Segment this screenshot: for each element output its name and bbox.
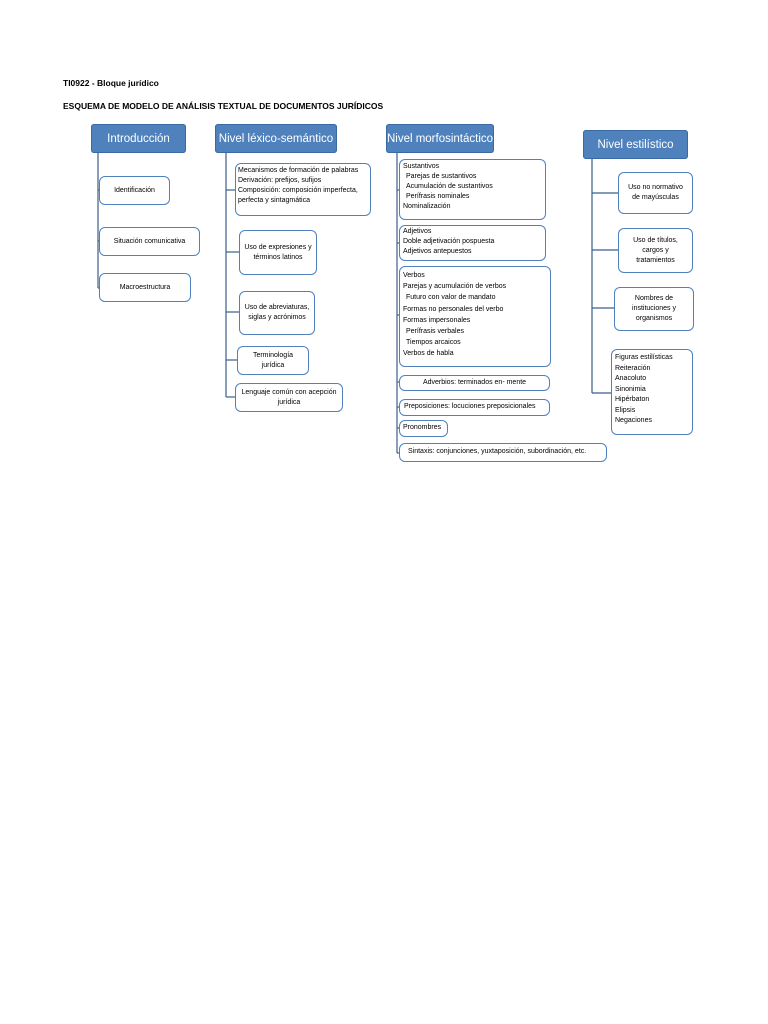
text-line: tratamientos xyxy=(636,256,675,264)
box-titulos-cargos: Uso de títulos, cargos y tratamientos xyxy=(618,228,693,273)
box-mayusculas: Uso no normativo de mayúsculas xyxy=(618,172,693,214)
box-sintaxis: Sintaxis: conjunciones, yuxtaposición, s… xyxy=(399,443,607,462)
text-line: Futuro con valor de mandato xyxy=(406,294,496,302)
text-line: Tiempos arcaicos xyxy=(406,339,461,347)
text-line: perfecta y sintagmática xyxy=(238,197,310,204)
box-situacion-comunicativa: Situación comunicativa xyxy=(99,227,200,256)
text-line: siglas y acrónimos xyxy=(248,314,306,321)
text-line: Hipérbaton xyxy=(615,396,650,403)
text-line: Perífrasis nominales xyxy=(406,193,470,200)
box-lenguaje-comun: Lenguaje común con acepción jurídica xyxy=(235,383,343,412)
text-line: Nominalización xyxy=(403,203,451,210)
box-verbos: Verbos Parejas y acumulación de verbos F… xyxy=(399,266,551,367)
text-line: Adjetivos antepuestos xyxy=(403,248,472,255)
header-nivel-estilistico: Nivel estilístico xyxy=(583,130,688,159)
text-line: Uso de títulos, xyxy=(633,236,678,244)
text-line: Parejas y acumulación de verbos xyxy=(403,283,507,291)
box-expresiones-latinas: Uso de expresiones y términos latinos xyxy=(239,230,317,275)
text-line: Sustantivos xyxy=(403,163,440,170)
text-line: Mecanismos de formación de palabras xyxy=(238,167,359,174)
text-line: Figuras estilísticas xyxy=(615,354,673,361)
text-line: Verbos xyxy=(403,272,425,279)
text-line: términos latinos xyxy=(253,253,303,261)
text-line: Anacoluto xyxy=(615,375,647,382)
text-line: jurídica xyxy=(261,361,285,369)
header-introduccion: Introducción xyxy=(91,124,186,153)
text-line: Formas no personales del verbo xyxy=(403,305,504,313)
text-line: Negaciones xyxy=(615,417,652,424)
text-line: de mayúsculas xyxy=(632,194,679,201)
text-line: Derivación: prefijos, sufijos xyxy=(238,177,322,184)
text-line: Nombres de xyxy=(634,295,674,302)
text-line: cargos y xyxy=(642,246,669,254)
text-line: Uso de abreviaturas, xyxy=(244,304,310,311)
text-line: Reiteración xyxy=(615,364,651,372)
text-line: Uso de expresiones y xyxy=(244,243,312,251)
box-pronombres: Pronombres xyxy=(399,420,448,437)
header-nivel-morfosintactico: Nivel morfosintáctico xyxy=(386,124,494,153)
text-line: organismos xyxy=(635,315,673,322)
document-title: TI0922 - Bloque jurídico xyxy=(63,78,159,88)
text-line: Adjetivos xyxy=(403,228,432,235)
text-line: Parejas de sustantivos xyxy=(406,173,477,180)
text-line: Formas impersonales xyxy=(403,316,471,324)
text-line: Terminología xyxy=(252,351,294,359)
text-line: Verbos de habla xyxy=(403,350,454,358)
text-line: Composición: composición imperfecta, xyxy=(238,187,358,194)
document-subtitle: ESQUEMA DE MODELO DE ANÁLISIS TEXTUAL DE… xyxy=(63,101,384,111)
box-mecanismos-formacion: Mecanismos de formación de palabras Deri… xyxy=(235,163,371,216)
box-sustantivos: Sustantivos Parejas de sustantivos Acumu… xyxy=(399,159,546,220)
text-line: Sinonimia xyxy=(615,385,646,393)
text-line: Perífrasis verbales xyxy=(406,328,464,336)
text-line: Elipsis xyxy=(615,406,636,414)
text-line: Uso no normativo xyxy=(628,184,683,191)
box-nombres-instituciones: Nombres de instituciones y organismos xyxy=(614,287,694,331)
box-figuras-estilisticas: Figuras estilísticas Reiteración Anacolu… xyxy=(611,349,693,435)
box-identificacion: Identificación xyxy=(99,176,170,205)
box-terminologia-juridica: Terminología jurídica xyxy=(237,346,309,375)
box-adverbios: Adverbios: terminados en- mente xyxy=(399,375,550,391)
text-line: jurídica xyxy=(277,398,301,406)
box-macroestructura: Macroestructura xyxy=(99,273,191,302)
text-line: Acumulación de sustantivos xyxy=(406,183,493,190)
text-line: Lenguaje común con acepción xyxy=(241,388,337,396)
text-line: Doble adjetivación pospuesta xyxy=(403,238,495,245)
header-nivel-lexico-semantico: Nivel léxico-semántico xyxy=(215,124,337,153)
box-adjetivos: Adjetivos Doble adjetivación pospuesta A… xyxy=(399,225,546,261)
box-preposiciones: Preposiciones: locuciones preposicionale… xyxy=(399,399,550,416)
box-abreviaturas: Uso de abreviaturas, siglas y acrónimos xyxy=(239,291,315,335)
text-line: instituciones y xyxy=(632,305,676,312)
